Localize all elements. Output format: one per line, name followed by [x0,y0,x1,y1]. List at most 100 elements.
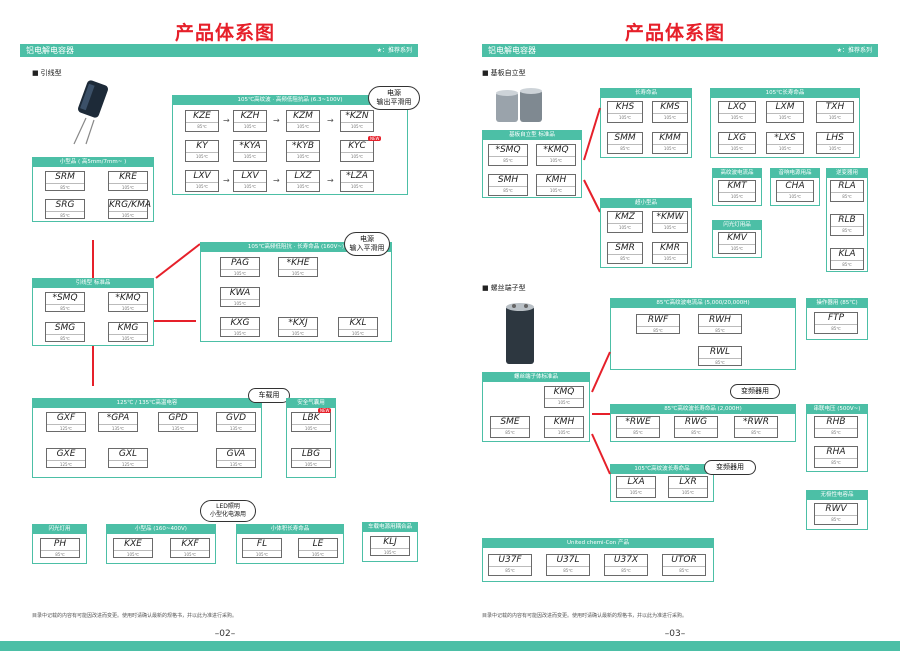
series-spec: 85℃ [633,430,643,435]
series-spec: 85℃ [842,228,852,233]
series-code: *RWR [735,417,777,429]
series-code: GXL [109,449,147,461]
series-code: LXV [186,171,218,183]
series-spec: 105℃ [121,185,135,190]
series-code: KMM [653,133,687,145]
series-code: KZE [186,111,218,123]
radial-capacitor-image [73,80,109,145]
series-spec: 105℃ [350,184,364,189]
subhead-screw-terminal: 螺丝端子型 [482,283,526,293]
series-code: TXH [817,102,853,114]
series-code: KZH [234,111,266,123]
group-header: 无极性电容品 [807,491,867,500]
series-spec: 105℃ [351,331,365,336]
series-code: LBK [292,413,330,425]
